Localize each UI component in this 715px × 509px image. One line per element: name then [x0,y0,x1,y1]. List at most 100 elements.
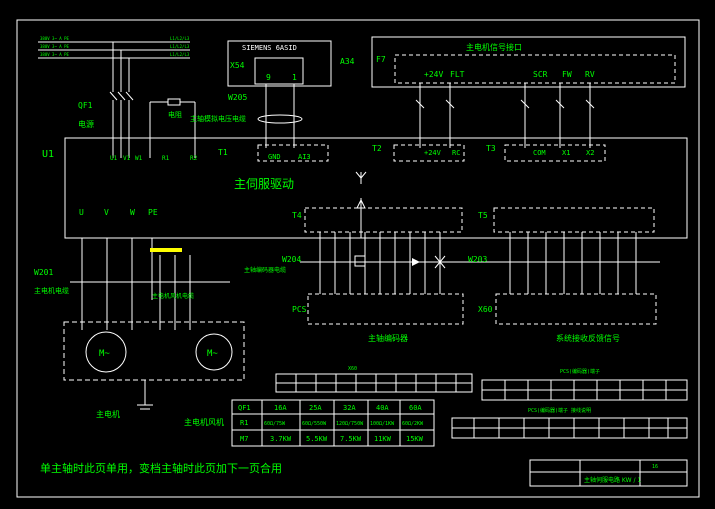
f7-fw: FW [562,70,572,79]
motor-enclosure [63,321,245,381]
t4-label: T4 [292,211,302,220]
svg-text:L1/L2/L3: L1/L2/L3 [170,44,190,49]
pt-r1c2: 5.5KW [306,435,328,443]
pt-h0: QF1 [238,404,251,412]
bottom-note: 单主轴时此页单用，变档主轴时此页加下一页合用 [40,461,282,475]
drawing-border [16,19,700,498]
qf1-label: QF1 [78,101,93,110]
pt-h1: 16A [274,404,287,412]
pt-h3: 32A [343,404,356,412]
pt-r1c3: 7.5KW [340,435,362,443]
title-text: 主轴伺服电路 KW / 1 [584,476,641,484]
spindle-encoder: 主轴编码器 [368,333,408,343]
term-w: W [130,208,135,217]
w205-desc: 主轴模拟电压电缆 [190,114,246,123]
term-u: U [79,208,84,217]
term-v: V [104,208,109,217]
svg-text:M~: M~ [99,349,110,359]
a34-label: A34 [340,57,355,66]
svg-text:W1: W1 [135,155,143,162]
svg-text:U1: U1 [110,155,118,162]
x54-label: X54 [230,61,245,70]
pcs-wiring-table: PCS(编码器)端子 接线说明 [451,407,688,439]
u1-label: U1 [42,149,54,160]
pt-r1c1: 3.7KW [270,435,292,443]
svg-text:L1/L2/L3: L1/L2/L3 [170,52,190,57]
x60-pin-table: X60 [275,366,473,393]
pt-r0c1: 60Ω/75W [264,421,286,427]
enc-cable-desc: 主轴编码器电缆 [244,266,286,274]
pt-r0c3: 120Ω/750W [336,421,364,427]
w204-label: W204 [282,255,301,264]
t3-label: T3 [486,144,496,153]
svg-text:380V 3~ A PE: 380V 3~ A PE [40,36,69,41]
t2-label: T2 [372,144,382,153]
table2-title: PCS(编码器)端子 [560,368,600,375]
t1-gnd: GND [268,153,281,161]
pt-r0c5: 60Ω/2KW [402,421,424,427]
t1-ai3: AI3 [298,153,311,161]
w202-desc: 主电机风机电缆 [152,292,194,300]
f7-scr: SCR [533,70,548,79]
pin-9: 9 [266,73,271,82]
signal-interface-title: 主电机信号接口 [466,42,522,52]
w201-desc: 主电机电缆 [34,286,69,295]
f7-label: F7 [376,55,386,64]
main-motor-symbol [85,331,127,373]
f7-flt: FLT [450,70,465,79]
antenna-symbol [355,171,367,238]
signal-interface-box [371,36,686,88]
pin-1: 1 [292,73,297,82]
w205-label: W205 [228,93,247,102]
title-block [529,459,688,487]
table3-title: PCS(编码器)端子 接线说明 [528,407,591,414]
main-drive-title: 主伺服驱动 [234,177,294,191]
pt-r1c5: 15KW [406,435,424,443]
power-table: QF1 16A 25A 32A 40A 60A R1 60Ω/75W 60Ω/5… [231,399,435,447]
pcs-pin-table: PCS(编码器)端子 [481,368,688,401]
encoder-cables [300,232,660,294]
fan-motor-symbol [195,333,233,371]
signal-wires [265,83,595,148]
motor-wires [70,238,230,330]
resistor-symbol [149,98,196,158]
main-motor-label: 主电机 [96,409,120,419]
siemens-box [227,40,332,87]
qf1-desc: 电源 [78,119,94,129]
svg-text:380V 3~ A PE: 380V 3~ A PE [40,44,69,49]
x60-label: X60 [478,305,493,314]
t2-24v: +24V [424,149,442,157]
feedback-signal: 系统接收反馈信号 [556,333,620,343]
supply-lines [38,41,190,158]
pt-h2: 25A [309,404,322,412]
resistor-desc: 电阻 [168,110,182,119]
svg-text:R2: R2 [190,155,198,162]
w201-label: W201 [34,268,53,277]
svg-text:M~: M~ [207,349,218,359]
pt-r0c0: R1 [240,419,248,427]
pcs-label: PCS [292,305,307,314]
w203-label: W203 [468,255,487,264]
siemens-label: SIEMENS 6ASID [242,44,297,52]
f7-24v: +24V [424,70,443,79]
motor-fan-label: 主电机风机 [184,417,224,427]
svg-text:380V 3~ A PE: 380V 3~ A PE [40,52,69,57]
term-pe: PE [148,208,158,217]
pt-r1c4: 11KW [374,435,392,443]
t3-x1: X1 [562,149,570,157]
t1-label: T1 [218,148,228,157]
svg-text:L1/L2/L3: L1/L2/L3 [170,36,190,41]
pt-r1c0: M7 [240,435,248,443]
pt-r0c2: 60Ω/550W [302,421,327,427]
pt-h4: 40A [376,404,389,412]
t5-label: T5 [478,211,488,220]
title-num: 16 [652,464,658,470]
svg-text:R1: R1 [162,155,170,162]
svg-text:V1: V1 [123,155,131,162]
t2-rc: RC [452,149,460,157]
table1-title: X60 [348,366,357,372]
main-drive-box [64,137,688,239]
pt-h5: 60A [409,404,422,412]
pt-r0c4: 100Ω/1KW [370,421,395,427]
